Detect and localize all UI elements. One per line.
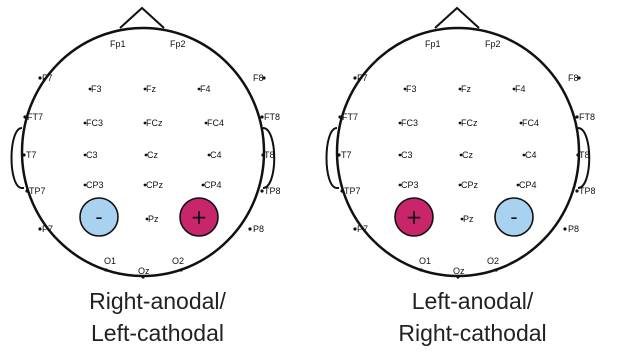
channel-p7: P7 xyxy=(42,224,53,234)
nose xyxy=(120,8,164,28)
channel-cz: Cz xyxy=(462,150,473,160)
anode-pad: + xyxy=(180,198,218,236)
channel-p8: P8 xyxy=(568,224,579,234)
channel-pz: Pz xyxy=(463,214,474,224)
channel-ft8: FT8 xyxy=(264,112,280,122)
channel-c4: C4 xyxy=(525,150,537,160)
channel-fc3: FC3 xyxy=(401,118,418,128)
channel-cp4: CP4 xyxy=(519,180,537,190)
channel-o2: O2 xyxy=(487,256,499,266)
channel-fp1: Fp1 xyxy=(425,39,441,49)
channel-f4: F4 xyxy=(515,84,526,94)
channel-o1: O1 xyxy=(419,256,431,266)
channel-tp8: TP8 xyxy=(264,186,281,196)
channel-fcz: FCz xyxy=(146,118,163,128)
channel-o2: O2 xyxy=(172,256,184,266)
channel-fc3: FC3 xyxy=(86,118,103,128)
channel-fz: Fz xyxy=(461,84,471,94)
channel-pz: Pz xyxy=(148,214,159,224)
channel-cp3: CP3 xyxy=(401,180,419,190)
pad-p4-sign: - xyxy=(510,205,517,229)
channel-o1: O1 xyxy=(104,256,116,266)
pad-p3-sign: - xyxy=(95,205,102,229)
channel-f7: F7 xyxy=(357,73,368,83)
channel-f3: F3 xyxy=(91,84,102,94)
channel-c3: C3 xyxy=(401,150,413,160)
head-diagram: Fp1 Fp2 F7 F3 Fz F4 F8 FT7 FC3 FCz FC4 F… xyxy=(315,0,630,290)
caption-line-1: Right-anodal/ xyxy=(0,285,315,317)
channel-oz: Oz xyxy=(453,266,465,276)
channel-ft7: FT7 xyxy=(27,112,43,122)
channel-t7: T7 xyxy=(341,150,352,160)
channel-cpz: CPz xyxy=(146,180,164,190)
montage-caption: Right-anodal/ Left-cathodal xyxy=(0,285,315,349)
channel-fcz: FCz xyxy=(461,118,478,128)
channel-tp7: TP7 xyxy=(344,186,361,196)
channel-c4: C4 xyxy=(210,150,222,160)
channel-t8: T8 xyxy=(264,150,275,160)
channel-ft7: FT7 xyxy=(342,112,358,122)
scalp-outline xyxy=(22,28,264,276)
channel-fc4: FC4 xyxy=(522,118,539,128)
caption-line-1: Left-anodal/ xyxy=(315,285,630,317)
pad-p3-sign: + xyxy=(406,205,423,229)
channel-fc4: FC4 xyxy=(207,118,224,128)
channel-f8: F8 xyxy=(253,73,264,83)
channel-cpz: CPz xyxy=(461,180,479,190)
montage-panel-left-anodal: Fp1 Fp2 F7 F3 Fz F4 F8 FT7 FC3 FCz FC4 F… xyxy=(315,0,630,360)
scalp-outline xyxy=(337,28,579,276)
cathode-pad: - xyxy=(80,198,118,236)
channel-f7: F7 xyxy=(42,73,53,83)
channel-f4: F4 xyxy=(200,84,211,94)
channel-c3: C3 xyxy=(86,150,98,160)
channel-f3: F3 xyxy=(406,84,417,94)
cathode-pad: - xyxy=(495,198,533,236)
channel-fp2: Fp2 xyxy=(485,39,501,49)
nose xyxy=(435,8,479,28)
channel-cp3: CP3 xyxy=(86,180,104,190)
caption-line-2: Right-cathodal xyxy=(315,317,630,349)
caption-line-2: Left-cathodal xyxy=(0,317,315,349)
channel-f8: F8 xyxy=(568,73,579,83)
channel-cz: Cz xyxy=(147,150,158,160)
channel-fp1: Fp1 xyxy=(110,39,126,49)
pad-p4-sign: + xyxy=(191,205,208,229)
channel-oz: Oz xyxy=(138,266,150,276)
montage-caption: Left-anodal/ Right-cathodal xyxy=(315,285,630,349)
channel-t7: T7 xyxy=(26,150,37,160)
anode-pad: + xyxy=(395,198,433,236)
head-diagram: Fp1 Fp2 F7 F3 Fz F4 F8 FT7 FC3 FCz FC4 F… xyxy=(0,0,315,290)
montage-panel-right-anodal: Fp1 Fp2 F7 F3 Fz F4 F8 FT7 FC3 FCz FC4 F… xyxy=(0,0,315,360)
channel-p8: P8 xyxy=(253,224,264,234)
channel-fz: Fz xyxy=(146,84,156,94)
channel-fp2: Fp2 xyxy=(170,39,186,49)
channel-tp7: TP7 xyxy=(29,186,46,196)
channel-t8: T8 xyxy=(579,150,590,160)
channel-ft8: FT8 xyxy=(579,112,595,122)
channel-p7: P7 xyxy=(357,224,368,234)
channel-cp4: CP4 xyxy=(204,180,222,190)
channel-tp8: TP8 xyxy=(579,186,596,196)
